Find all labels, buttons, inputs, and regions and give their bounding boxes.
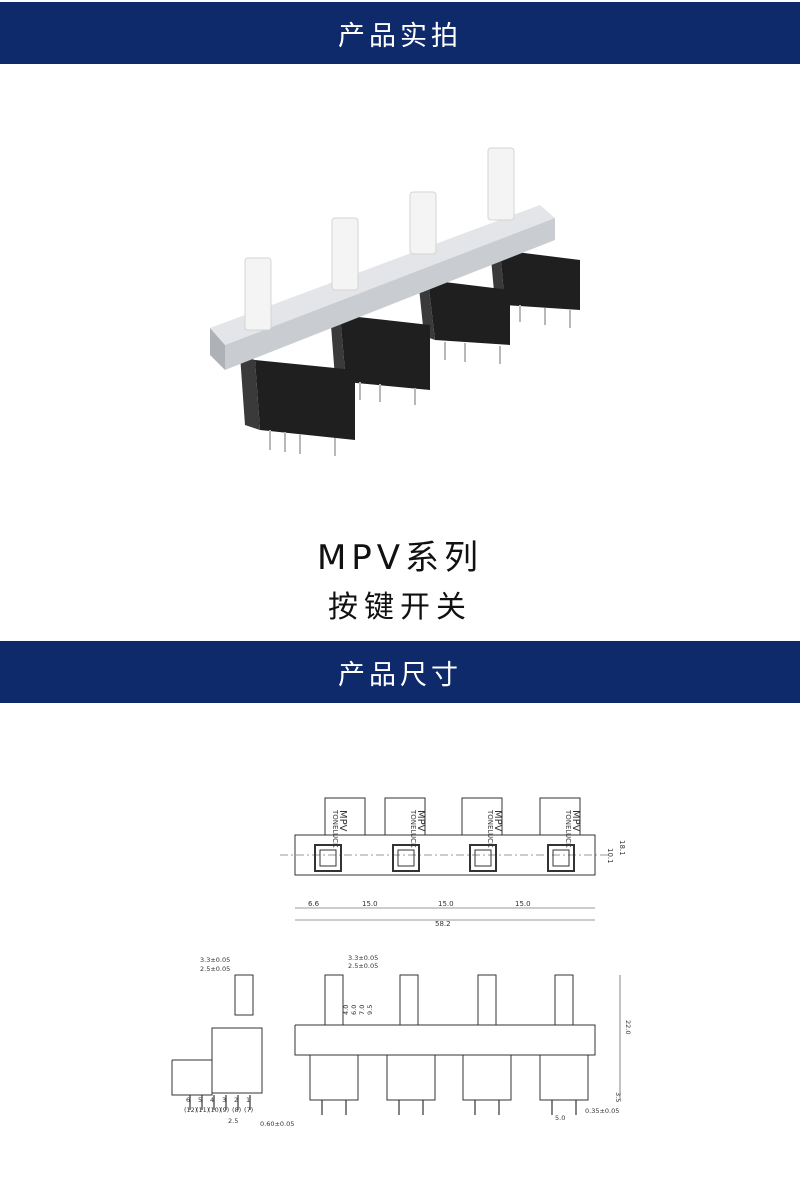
- pin-number: 3: [222, 1096, 226, 1104]
- pin-number: 6: [186, 1096, 190, 1104]
- pitch-label: 15.0: [515, 900, 531, 908]
- dim-label: 3.3±0.05: [348, 954, 378, 962]
- product-type: 按键开关: [328, 590, 472, 625]
- model-label: MPV: [492, 810, 503, 832]
- metal-frame: [210, 205, 555, 370]
- pin-width-label: 0.60±0.05: [260, 1120, 294, 1128]
- dim-label: 2.5±0.05: [348, 962, 378, 970]
- dim-label: 3.3±0.05: [200, 956, 230, 964]
- height-label: 18.1: [618, 840, 626, 856]
- pin-length-label: 3.5: [614, 1092, 622, 1102]
- pin-number: (8): [232, 1106, 241, 1114]
- pin-number: 4: [210, 1096, 214, 1104]
- product-photo: [210, 147, 580, 456]
- dim-label: 9.5: [366, 1005, 374, 1015]
- front-view: 3.3±0.05 2.5±0.05 4.0 6.0 7.0 9.5 22.0 3…: [294, 954, 632, 1122]
- pin-width-label: 0.35±0.05: [585, 1107, 619, 1115]
- dim-label: 2.5±0.05: [200, 965, 230, 973]
- dim-label: 7.0: [358, 1005, 366, 1015]
- brand-label: TONELUCK: [486, 809, 494, 848]
- pin-number: 1: [246, 1096, 250, 1104]
- dim-label: 6.0: [350, 1005, 358, 1015]
- banner-title: 产品实拍: [338, 20, 462, 52]
- pin-number: (7): [244, 1106, 253, 1114]
- pin-number: 5: [198, 1096, 202, 1104]
- pitch-label: 15.0: [438, 900, 454, 908]
- model-label: MPV: [415, 810, 426, 832]
- brand-label: TONELUCK: [409, 809, 417, 848]
- dim-label: 4.0: [342, 1005, 350, 1015]
- pin-number: 2: [234, 1096, 238, 1104]
- pin-number: (12): [184, 1106, 197, 1114]
- banner-title: 产品尺寸: [338, 659, 462, 691]
- switch-housing: [240, 248, 580, 440]
- model-label: MPV: [570, 810, 581, 832]
- section-banner-dimensions: 产品尺寸: [0, 641, 800, 703]
- product-series: MPV系列: [316, 538, 484, 578]
- pin-number: (9): [220, 1106, 229, 1114]
- pitch-label: 15.0: [362, 900, 378, 908]
- pin-number: (10): [208, 1106, 221, 1114]
- total-length-label: 58.2: [435, 920, 451, 928]
- pin-pitch-label: 5.0: [555, 1114, 565, 1122]
- brand-label: TONELUCK: [331, 809, 339, 848]
- model-label: MPV: [337, 810, 348, 832]
- depth-label: 10.1: [606, 848, 614, 864]
- pin-number: (11): [196, 1106, 209, 1114]
- height-total-label: 22.0: [624, 1020, 632, 1034]
- pitch-label: 6.6: [308, 900, 320, 908]
- dimension-drawing: TONELUCK MPV TONELUCK MPV TONELUCK MPV T…: [171, 797, 632, 1128]
- switch-buttons: [244, 147, 515, 331]
- top-view: TONELUCK MPV TONELUCK MPV TONELUCK MPV T…: [280, 797, 626, 928]
- brand-label: TONELUCK: [564, 809, 572, 848]
- pitch-label: 2.5: [228, 1117, 238, 1125]
- side-view: 3.3±0.05 2.5±0.05 6 5 4 3 2 1 (12) (11) …: [171, 956, 294, 1128]
- section-banner-photo: 产品实拍: [0, 2, 800, 64]
